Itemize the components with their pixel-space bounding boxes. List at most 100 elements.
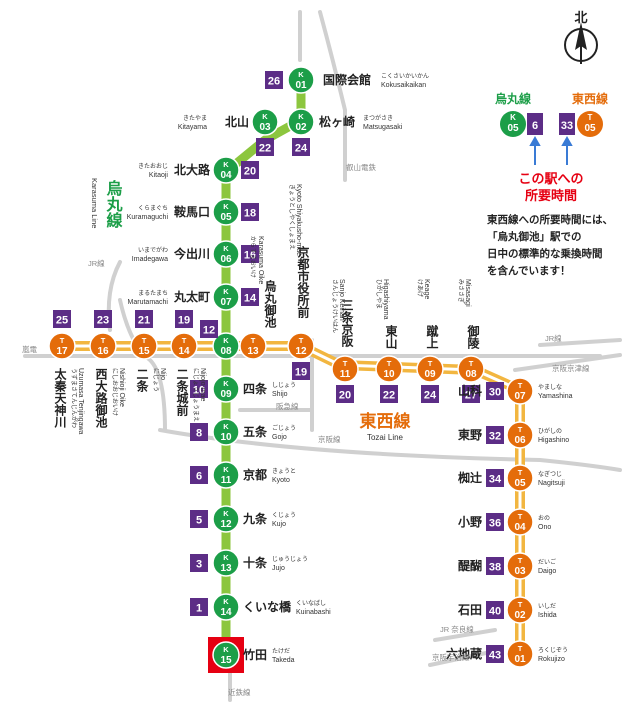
travel-time-value: 5: [196, 515, 202, 527]
tozai-time-16: 23: [94, 310, 112, 328]
tozai-time-02: 40: [486, 601, 504, 619]
tozai-time-14: 19: [175, 310, 193, 328]
karasuma-station-11-label: 京都きょうとKyoto: [243, 467, 296, 484]
rail-label-kintetsu: 近鉄線: [228, 687, 251, 697]
karasuma-line-name: 烏丸線: [104, 179, 124, 229]
station-romaji: Kuinabashi: [296, 609, 331, 616]
station-romaji: Imadegawa: [132, 256, 168, 263]
legend: 烏丸線 東西線 K 05 6 33 T 05 この駅への 所要時間 東西線への所…: [487, 91, 613, 277]
tozai-station-code: T: [428, 359, 433, 368]
station-kana: なぎつじ: [538, 470, 562, 478]
karasuma-station-circle: [287, 108, 315, 136]
karasuma-station-01-label: 国際会館こくさいかいかんKokusaikaikan: [323, 72, 429, 89]
travel-time-value: 16: [244, 250, 256, 262]
station-romaji: Ishida: [538, 612, 557, 619]
station-name: 蹴上: [425, 324, 439, 349]
station-romaji: Gojo: [272, 434, 287, 441]
svg-text:05: 05: [584, 123, 596, 134]
station-name: 京都市役所前: [296, 245, 310, 319]
station-name: 十条: [243, 555, 268, 570]
tozai-time-05: 34: [486, 469, 504, 487]
legend-caption-2: 所要時間: [525, 188, 577, 204]
karasuma-time-02: 24: [292, 138, 310, 156]
legend-karasuma-time: [527, 113, 543, 135]
station-romaji: Takeda: [272, 657, 295, 664]
karasuma-station-code: K: [223, 465, 229, 474]
tozai-time-17: 25: [53, 310, 71, 328]
tozai-line-name: 東西線: [360, 411, 411, 432]
karasuma-station-code: K: [298, 70, 304, 79]
station-romaji: Kuramaguchi: [127, 214, 169, 221]
station-kana: じゅうじょう: [272, 556, 308, 563]
svg-text:K: K: [510, 113, 516, 122]
karasuma-station-circle: [212, 641, 240, 669]
tozai-station-number: 03: [514, 566, 526, 577]
karasuma-station-number: 08: [220, 346, 232, 357]
tozai-station-17-badge: T17: [48, 332, 76, 360]
tozai-time-03: 38: [486, 557, 504, 575]
station-kana: からすまおいけ: [249, 236, 256, 278]
travel-time-value: 27: [465, 390, 477, 402]
travel-time-value: 22: [259, 143, 271, 155]
karasuma-line-en: Karasuma Line: [90, 178, 99, 228]
tozai-station-code: T: [518, 381, 523, 390]
station-kana: みささぎ: [457, 279, 465, 303]
karasuma-station-number: 01: [295, 80, 307, 91]
tozai-station-code: T: [518, 644, 523, 653]
travel-time-value: 30: [489, 387, 501, 399]
tozai-station-code: T: [343, 359, 348, 368]
svg-text:6: 6: [532, 120, 538, 132]
tozai-time-06: 32: [486, 426, 504, 444]
station-romaji: Kitayama: [178, 124, 207, 131]
karasuma-station-circle: [212, 505, 240, 533]
station-kana: おの: [538, 515, 550, 522]
north-compass: 北: [564, 11, 598, 64]
station-name: 御陵: [466, 324, 480, 350]
rail-label-randen: 嵐電: [22, 345, 37, 354]
karasuma-station-07-badge: K07: [212, 283, 240, 311]
karasuma-station-number: 07: [220, 297, 232, 308]
station-name: 五条: [243, 424, 268, 439]
travel-time-value: 24: [295, 143, 308, 155]
karasuma-station-05-badge: K05: [212, 198, 240, 226]
station-kana: きょうとしやくしょまえ: [288, 184, 296, 250]
karasuma-station-circle: [212, 375, 240, 403]
rail-label-keihan-uji: 京阪宇治線: [432, 652, 470, 662]
karasuma-station-code: K: [298, 112, 304, 121]
station-name: 太秦天神川: [53, 367, 67, 428]
station-romaji: Ono: [538, 524, 551, 531]
karasuma-station-02-badge: K02: [287, 108, 315, 136]
karasuma-station-12-badge: K12: [212, 505, 240, 533]
tozai-station-circle: [506, 508, 534, 536]
karasuma-station-circle: [212, 240, 240, 268]
karasuma-station-code: K: [223, 160, 229, 169]
station-kana: きたやま: [183, 114, 207, 122]
karasuma-station-circle: [212, 549, 240, 577]
station-kana: まるたまち: [138, 290, 168, 297]
north-label: 北: [574, 11, 587, 26]
travel-time-value: 25: [56, 315, 68, 327]
karasuma-station-08-badge: K08: [212, 332, 240, 360]
legend-karasuma-badge: [500, 111, 526, 137]
tozai-station-01-label: 六地蔵ろくじぞうRokujizo: [446, 646, 568, 663]
station-romaji: Higashiyama: [382, 279, 389, 320]
station-kana: いしだ: [538, 603, 556, 610]
tozai-station-code: T: [518, 425, 523, 434]
tozai-station-15-badge: T15: [130, 332, 158, 360]
tozai-station-code: T: [518, 512, 523, 521]
station-romaji: Matsugasaki: [363, 124, 403, 131]
travel-time-value: 1: [196, 603, 202, 615]
karasuma-time-06: 16: [241, 245, 259, 263]
karasuma-time-04: 20: [241, 161, 259, 179]
karasuma-station-code: K: [223, 597, 229, 606]
station-name: 国際会館: [323, 72, 371, 87]
station-kana: まつがさき: [363, 114, 393, 122]
legend-tozai-time: [559, 113, 575, 135]
rail-label-keishin: 京阪京津線: [552, 363, 590, 373]
karasuma-time-12: 5: [190, 510, 208, 528]
tozai-station-code: T: [182, 336, 187, 345]
